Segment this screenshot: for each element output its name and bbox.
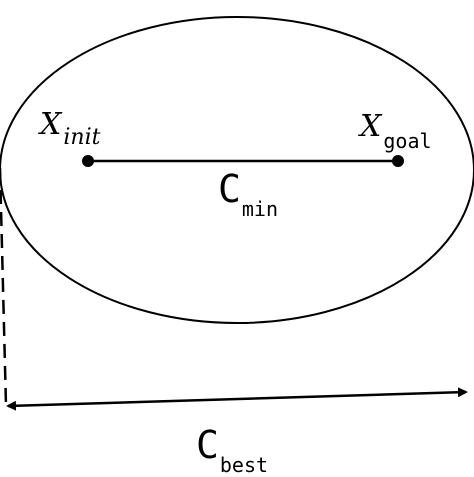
x-init-point — [82, 155, 94, 167]
c-min-label: Cmin — [218, 167, 279, 221]
c-best-arrow — [6, 387, 468, 411]
informed-ellipse — [0, 16, 474, 324]
x-init-label: Xinit — [40, 107, 101, 150]
c-best-label: Cbest — [196, 423, 269, 477]
x-goal-point — [392, 155, 404, 167]
dashed-projection-line — [0, 167, 8, 407]
